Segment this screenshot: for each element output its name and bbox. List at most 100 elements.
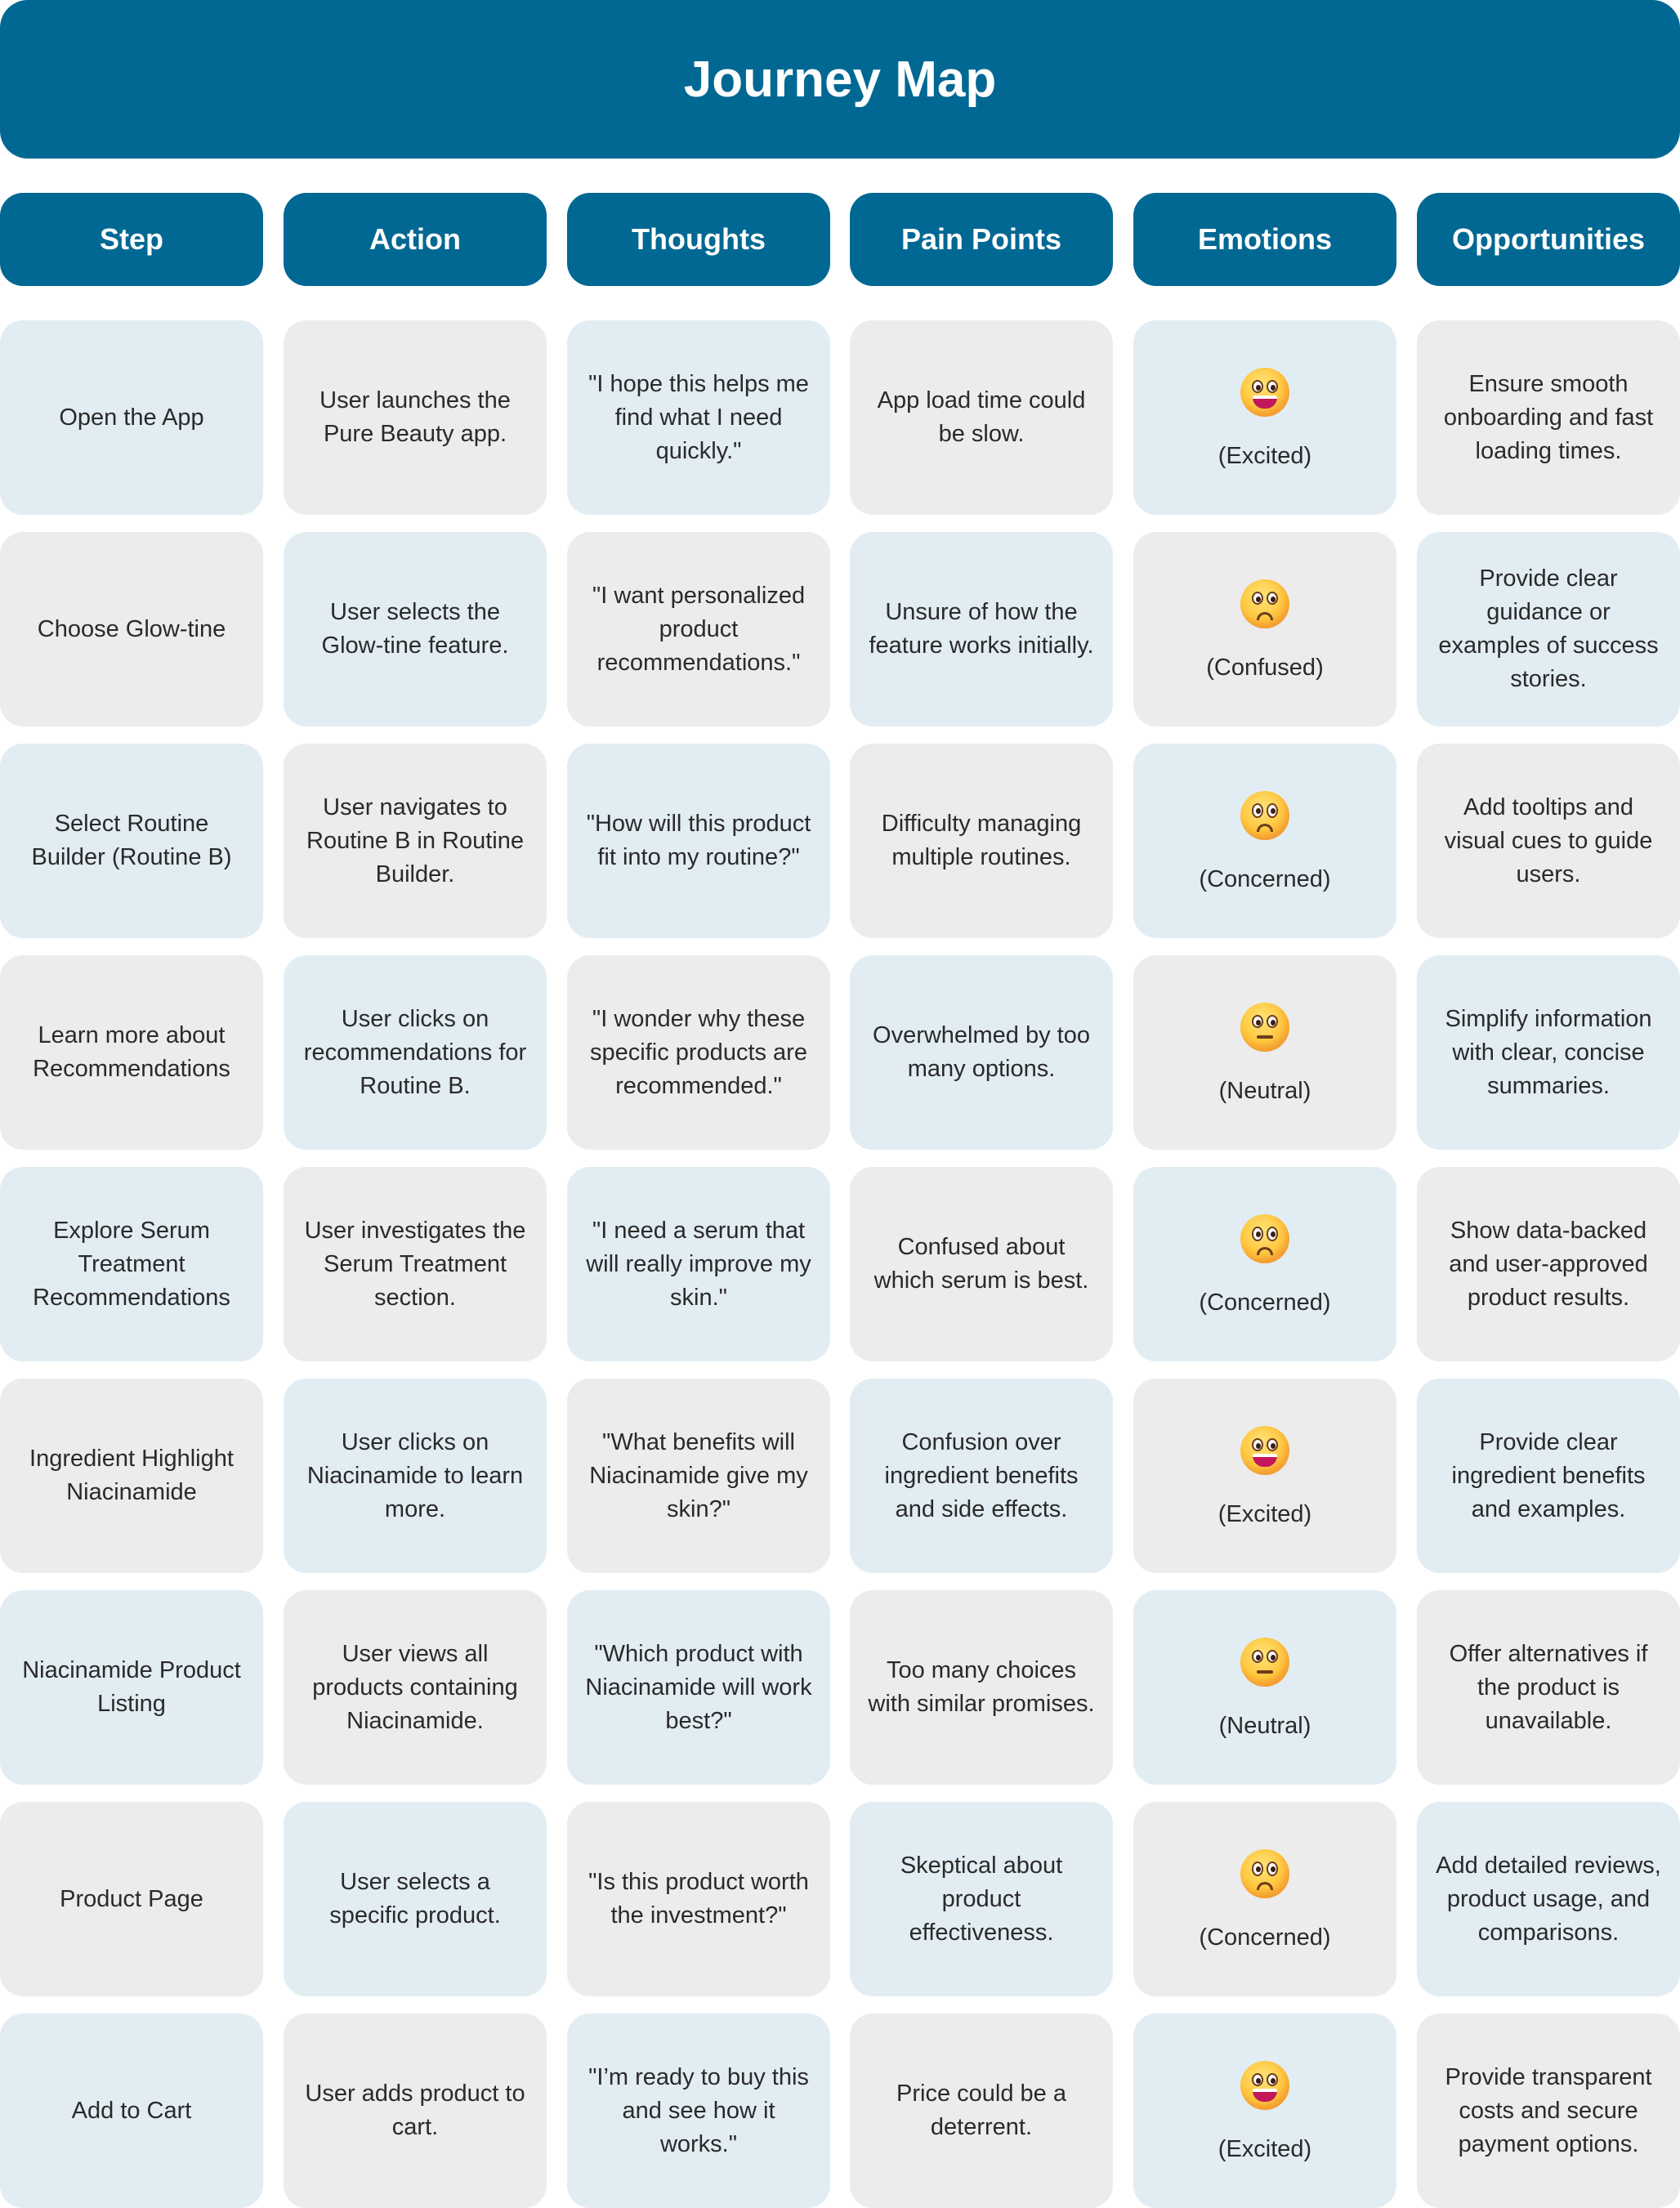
step-cell: Product Page xyxy=(0,1802,263,1996)
opportunity-text: Provide clear guidance or examples of su… xyxy=(1438,565,1659,692)
emotion-label: (Neutral) xyxy=(1218,1713,1311,1739)
thoughts-text: "What benefits will Niacinamide give my … xyxy=(589,1428,808,1522)
opportunity-text: Ensure smooth onboarding and fast loadin… xyxy=(1443,370,1654,464)
header-thoughts: Thoughts xyxy=(567,193,830,286)
opportunity-cell: Add tooltips and visual cues to guide us… xyxy=(1417,744,1680,938)
pain-point-text: App load time could be slow. xyxy=(877,387,1086,447)
step-text: Explore Serum Treatment Recommendations xyxy=(33,1217,230,1311)
thoughts-text: "I’m ready to buy this and see how it wo… xyxy=(588,2063,809,2157)
thoughts-cell: "I hope this helps me find what I need q… xyxy=(567,320,830,515)
pain-point-text: Confusion over ingredient benefits and s… xyxy=(884,1428,1079,1522)
action-text: User clicks on Niacinamide to learn more… xyxy=(306,1428,524,1522)
opportunity-cell: Show data-backed and user-approved produ… xyxy=(1417,1167,1680,1361)
opportunity-text: Provide clear ingredient benefits and ex… xyxy=(1451,1428,1646,1522)
emotion-label: (Excited) xyxy=(1218,1501,1312,1527)
action-cell: User selects a specific product. xyxy=(284,1802,547,1996)
opportunity-cell: Offer alternatives if the product is una… xyxy=(1417,1590,1680,1785)
action-cell: User selects the Glow-tine feature. xyxy=(284,532,547,726)
thoughts-cell: "Which product with Niacinamide will wor… xyxy=(567,1590,830,1785)
thoughts-cell: "I wonder why these specific products ar… xyxy=(567,955,830,1150)
step-text: Open the App xyxy=(59,404,204,431)
excited-face-icon xyxy=(1240,1426,1289,1475)
action-cell: User clicks on recommendations for Routi… xyxy=(284,955,547,1150)
opportunity-text: Provide transparent costs and secure pay… xyxy=(1445,2063,1652,2157)
opportunity-cell: Simplify information with clear, concise… xyxy=(1417,955,1680,1150)
pain-point-text: Skeptical about product effectiveness. xyxy=(900,1852,1063,1946)
concerned-face-icon xyxy=(1240,1849,1289,1898)
pain-point-text: Difficulty managing multiple routines. xyxy=(881,811,1082,870)
step-cell: Ingredient Highlight Niacinamide xyxy=(0,1379,263,1573)
step-text: Select Routine Builder (Routine B) xyxy=(31,811,232,870)
confused-face-icon xyxy=(1240,579,1289,628)
emotion-cell: (Concerned) xyxy=(1133,744,1396,938)
step-cell: Niacinamide Product Listing xyxy=(0,1590,263,1785)
opportunity-cell: Provide clear ingredient benefits and ex… xyxy=(1417,1379,1680,1573)
opportunity-text: Offer alternatives if the product is una… xyxy=(1449,1640,1648,1734)
pain-point-cell: Price could be a deterrent. xyxy=(850,2014,1113,2208)
pain-point-cell: Overwhelmed by too many options. xyxy=(850,955,1113,1150)
thoughts-text: "I want personalized product recommendat… xyxy=(592,582,806,676)
action-text: User clicks on recommendations for Routi… xyxy=(303,1005,527,1099)
action-cell: User views all products containing Niaci… xyxy=(284,1590,547,1785)
emotion-label: (Excited) xyxy=(1218,443,1312,469)
action-text: User launches the Pure Beauty app. xyxy=(319,387,511,447)
thoughts-cell: "How will this product fit into my routi… xyxy=(567,744,830,938)
concerned-face-icon xyxy=(1240,1214,1289,1263)
emotion-cell: (Neutral) xyxy=(1133,955,1396,1150)
action-text: User adds product to cart. xyxy=(305,2081,525,2140)
step-text: Ingredient Highlight Niacinamide xyxy=(29,1446,234,1505)
opportunity-text: Simplify information with clear, concise… xyxy=(1445,1005,1652,1099)
emotion-label: (Concerned) xyxy=(1199,866,1331,892)
action-text: User investigates the Serum Treatment se… xyxy=(304,1217,526,1311)
pain-point-text: Confused about which serum is best. xyxy=(874,1234,1089,1294)
action-text: User selects a specific product. xyxy=(329,1869,501,1929)
concerned-face-icon xyxy=(1240,791,1289,840)
header-pain-points: Pain Points xyxy=(850,193,1113,286)
pain-point-cell: App load time could be slow. xyxy=(850,320,1113,515)
thoughts-text: "I wonder why these specific products ar… xyxy=(590,1005,807,1099)
pain-point-cell: Confused about which serum is best. xyxy=(850,1167,1113,1361)
emotion-cell: (Neutral) xyxy=(1133,1590,1396,1785)
thoughts-cell: "Is this product worth the investment?" xyxy=(567,1802,830,1996)
pain-point-text: Overwhelmed by too many options. xyxy=(873,1022,1090,1082)
thoughts-cell: "I need a serum that will really improve… xyxy=(567,1167,830,1361)
step-cell: Add to Cart xyxy=(0,2014,263,2208)
pain-point-cell: Skeptical about product effectiveness. xyxy=(850,1802,1113,1996)
pain-point-cell: Confusion over ingredient benefits and s… xyxy=(850,1379,1113,1573)
opportunity-cell: Provide transparent costs and secure pay… xyxy=(1417,2014,1680,2208)
pain-point-cell: Difficulty managing multiple routines. xyxy=(850,744,1113,938)
opportunity-text: Add tooltips and visual cues to guide us… xyxy=(1444,793,1653,887)
emotion-cell: (Concerned) xyxy=(1133,1802,1396,1996)
step-text: Add to Cart xyxy=(71,2097,192,2124)
action-cell: User launches the Pure Beauty app. xyxy=(284,320,547,515)
opportunity-text: Add detailed reviews, product usage, and… xyxy=(1436,1852,1661,1946)
emotion-cell: (Excited) xyxy=(1133,320,1396,515)
opportunity-text: Show data-backed and user-approved produ… xyxy=(1449,1217,1648,1311)
journey-map-title: Journey Map xyxy=(0,0,1680,159)
emotion-cell: (Confused) xyxy=(1133,532,1396,726)
pain-point-cell: Too many choices with similar promises. xyxy=(850,1590,1113,1785)
action-text: User navigates to Routine B in Routine B… xyxy=(306,793,524,887)
action-cell: User adds product to cart. xyxy=(284,2014,547,2208)
emotion-label: (Concerned) xyxy=(1199,1289,1331,1316)
step-text: Product Page xyxy=(60,1885,203,1912)
emotion-label: (Confused) xyxy=(1206,655,1324,681)
opportunity-cell: Ensure smooth onboarding and fast loadin… xyxy=(1417,320,1680,515)
opportunity-cell: Add detailed reviews, product usage, and… xyxy=(1417,1802,1680,1996)
thoughts-text: "How will this product fit into my routi… xyxy=(586,811,811,870)
step-text: Choose Glow-tine xyxy=(37,615,226,642)
emotion-cell: (Excited) xyxy=(1133,1379,1396,1573)
action-text: User views all products containing Niaci… xyxy=(312,1640,518,1734)
thoughts-cell: "What benefits will Niacinamide give my … xyxy=(567,1379,830,1573)
action-text: User selects the Glow-tine feature. xyxy=(321,599,509,659)
pain-point-text: Price could be a deterrent. xyxy=(896,2081,1066,2140)
emotion-cell: (Concerned) xyxy=(1133,1167,1396,1361)
header-step: Step xyxy=(0,193,263,286)
step-cell: Learn more about Recommendations xyxy=(0,955,263,1150)
thoughts-cell: "I want personalized product recommendat… xyxy=(567,532,830,726)
step-cell: Choose Glow-tine xyxy=(0,532,263,726)
pain-point-text: Unsure of how the feature works initiall… xyxy=(869,599,1094,659)
pain-point-text: Too many choices with similar promises. xyxy=(868,1657,1095,1717)
emotion-label: (Concerned) xyxy=(1199,1924,1331,1951)
step-cell: Open the App xyxy=(0,320,263,515)
